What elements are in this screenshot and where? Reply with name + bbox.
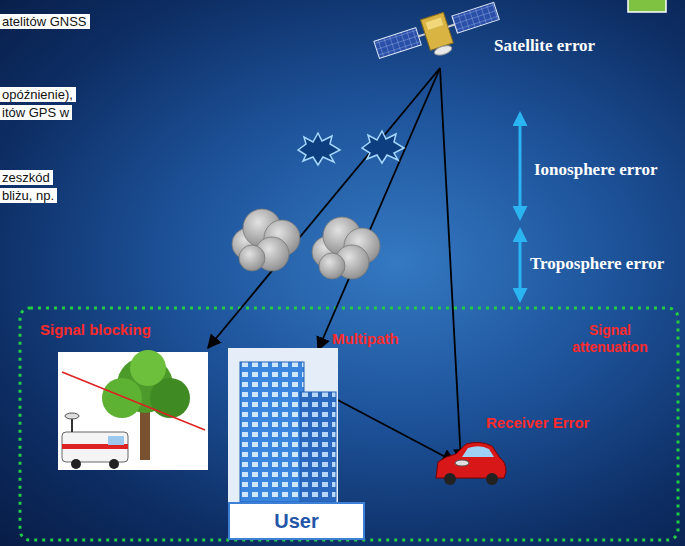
- tab: [628, 0, 666, 12]
- user-region: [20, 308, 678, 540]
- slide-text: opóźnienie),: [0, 87, 76, 102]
- tree-ambulance: [58, 350, 208, 470]
- error-label: Ionosphere error: [534, 160, 658, 180]
- slide-text: itów GPS w: [0, 105, 72, 120]
- error-source-label: Receiver Error: [486, 414, 589, 431]
- box-text: User: [274, 510, 318, 533]
- slide-text: bliżu, np.: [0, 188, 57, 203]
- error-source-label: Signal attenuation: [564, 322, 656, 356]
- error-label: Satellite error: [494, 36, 595, 56]
- error-label: Troposphere error: [530, 254, 664, 274]
- clouds: [232, 209, 380, 279]
- layer-arrows: [519, 114, 522, 300]
- ionosphere-sparks: [298, 131, 404, 165]
- error-source-label: Multipath: [332, 330, 399, 347]
- satellite: [372, 0, 504, 74]
- slide-text: zeszkód: [0, 170, 53, 185]
- error-source-label: Signal blocking: [40, 321, 151, 338]
- slide-text: atelitów GNSS: [0, 14, 90, 29]
- building: [228, 348, 338, 502]
- car: [436, 442, 506, 485]
- user-box: User: [228, 502, 365, 540]
